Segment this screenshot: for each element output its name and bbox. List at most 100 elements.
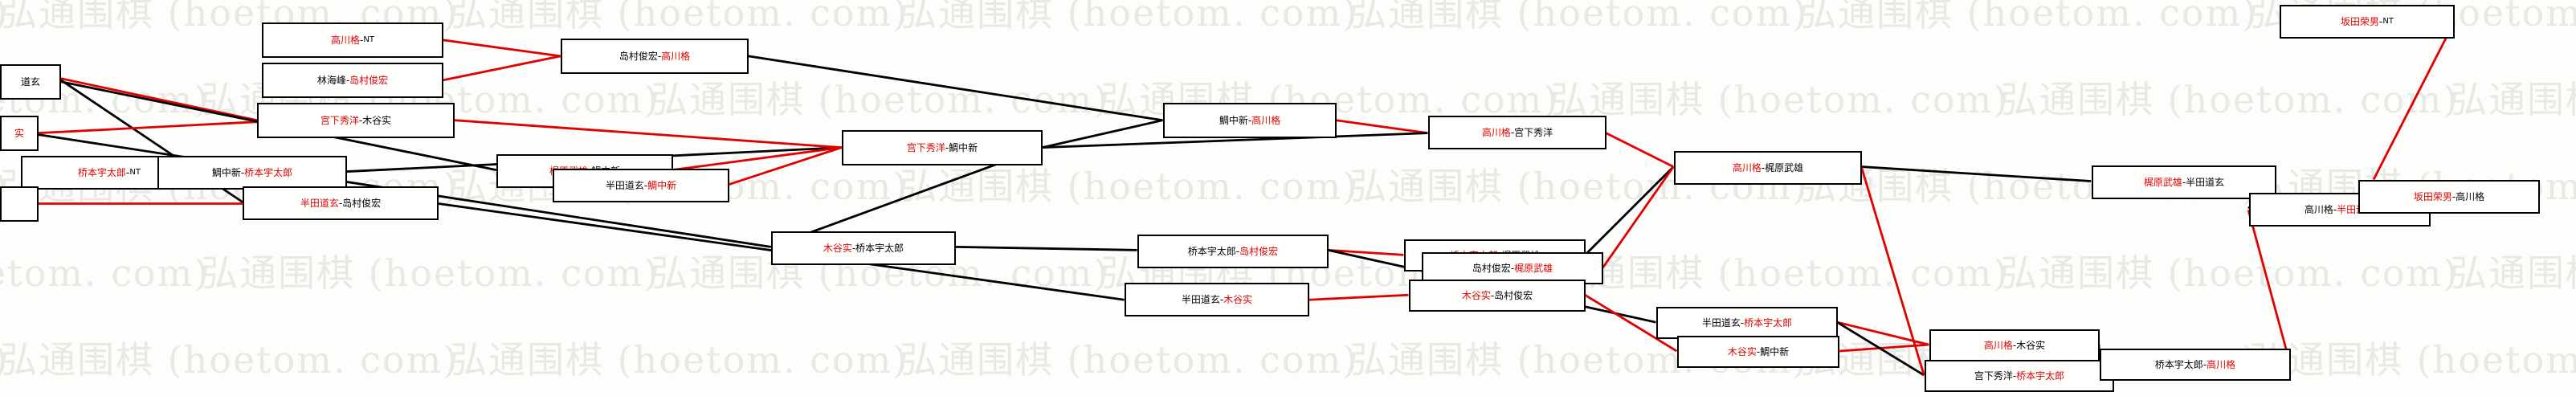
player-right: 岛村俊宏 [349, 75, 389, 86]
match-box[interactable]: 木谷实-桥本宇太郎 [771, 231, 956, 265]
watermark-text: 弘通围棋 (hoetom. com) [0, 331, 9, 384]
match-box[interactable]: 木谷实-岛村俊宏 [1409, 280, 1586, 312]
player-left: 高川格 [1983, 340, 2013, 351]
bracket-edge-n14-n18 [1336, 119, 1428, 135]
name-separator: - [657, 51, 662, 62]
match-box[interactable]: 坂田荣男-NT [2280, 5, 2455, 39]
player-right: 鯛中新 [1760, 346, 1790, 357]
match-box[interactable]: 梶原武雄-半田道玄 [2092, 165, 2276, 199]
match-box[interactable]: 高川格-宫下秀洋 [1428, 116, 1606, 149]
player-left: 半田道玄 [605, 180, 644, 191]
player-right: 岛村俊宏 [1239, 246, 1279, 257]
name-separator: - [2202, 359, 2207, 370]
player-right: 木谷实 [1223, 294, 1253, 305]
player-right: 桥本宇太郎 [244, 167, 293, 178]
player-right: 木谷实 [2016, 340, 2046, 351]
name-separator: - [1510, 127, 1515, 138]
player-right: 高川格 [2456, 191, 2485, 202]
watermark-text: 弘通围棋 (hoetom. com) [450, 338, 909, 382]
player-right: 桥本宇太郎 [1744, 317, 1793, 329]
match-box[interactable]: 桥本宇太郎-高川格 [2100, 349, 2291, 381]
player-left: 岛村俊宏 [1472, 263, 1511, 274]
bracket-edge-n01-n03 [443, 39, 561, 58]
player-left: 岛村俊宏 [618, 51, 658, 62]
bracket-edge-n16-n19 [1328, 248, 1404, 256]
bracket-edge-n02-n03 [443, 55, 561, 82]
player-left: 鯛中新 [1219, 115, 1248, 126]
name-separator: - [1247, 115, 1252, 126]
bracket-edge-n30-n31 [2372, 22, 2456, 181]
player-left: 宫下秀洋 [906, 142, 945, 153]
bracket-edge-n03-n14 [748, 55, 1163, 122]
name-separator: - [1756, 346, 1761, 357]
bracket-edge-n23-n25 [1836, 320, 1929, 346]
watermark-text: 弘通围棋 (hoetom. com) [1550, 251, 2010, 295]
player-right: 高川格 [661, 51, 691, 62]
watermark-text: 弘通围棋 (hoetom. com) [450, 0, 909, 35]
player-right: 梶原武雄 [1765, 162, 1804, 174]
player-right: 宫下秀洋 [1514, 127, 1553, 138]
player-right: 鯛中新 [949, 142, 978, 153]
player-left: 半田道玄 [1181, 294, 1220, 305]
match-box[interactable]: 宫下秀洋-木谷实 [257, 103, 455, 138]
bracket-edge-n22-n27 [1861, 165, 2092, 182]
match-box[interactable]: 高川格-木谷实 [1929, 329, 2100, 361]
player-left: 高川格 [331, 35, 361, 46]
match-box[interactable]: 半田道玄-岛村俊宏 [243, 186, 439, 220]
match-box[interactable]: 半田道玄-木谷实 [1125, 283, 1309, 316]
watermark-text: 弘通围棋 (hoetom. com) [0, 251, 210, 295]
watermark-text: 弘通围棋 (hoetom. com) [2450, 78, 2576, 121]
bracket-edge-n23-n26 [1836, 320, 1925, 377]
player-left: 桥本宇太郎 [1187, 246, 1236, 257]
player-left: 实 [14, 128, 24, 139]
player-left: 高川格 [2304, 204, 2333, 215]
match-box[interactable]: 宫下秀洋-桥本宇太郎 [1925, 360, 2114, 392]
match-box[interactable]: 道玄 [0, 64, 61, 100]
player-left: 桥本宇太郎 [78, 167, 127, 178]
watermark-text: 弘通围棋 (hoetom. com) [1799, 0, 2259, 35]
bracket-edge-n13-n14 [1042, 119, 1163, 149]
player-left: 林海峰 [316, 75, 346, 86]
watermark-text: 弘通围棋 (hoetom. com) [0, 0, 9, 37]
name-separator: - [2333, 204, 2337, 215]
match-box[interactable]: 鯛中新-高川格 [1163, 103, 1337, 138]
match-box[interactable]: 宫下秀洋-鯛中新 [842, 130, 1043, 165]
name-separator: - [2182, 177, 2186, 188]
match-box[interactable]: 桥本宇太郎-岛村俊宏 [1137, 235, 1329, 268]
player-left: 木谷实 [1727, 346, 1757, 357]
match-box[interactable]: 木谷实-鯛中新 [1677, 336, 1839, 368]
player-left: 高川格 [1481, 127, 1511, 138]
bracket-edge-n12-n13 [729, 146, 843, 186]
player-left: 坂田荣男 [2413, 191, 2452, 202]
match-box[interactable]: 高川格-NT [262, 22, 443, 58]
player-right: 高川格 [1251, 115, 1281, 126]
match-box[interactable]: 半田道玄-鯛中新 [553, 169, 729, 202]
match-box[interactable]: 半田道玄-桥本宇太郎 [1656, 307, 1838, 339]
player-right: 岛村俊宏 [342, 198, 382, 209]
bracket-edge-n18-n22 [1605, 132, 1674, 168]
player-left: 木谷实 [1461, 290, 1491, 301]
nt-tag: NT [363, 35, 374, 44]
watermark-text: 弘通围棋 (hoetom. com) [900, 338, 1359, 382]
watermark-text: 弘通围棋 (hoetom. com) [651, 78, 1110, 121]
name-separator: - [2379, 16, 2383, 27]
bracket-edge-n05-n06 [38, 120, 257, 135]
match-box[interactable]: 坂田荣男-高川格 [2358, 180, 2540, 214]
bracket-edge-n24-n25 [1839, 343, 1929, 353]
name-separator: - [360, 35, 364, 46]
watermark-text: 弘通围棋 (hoetom. com) [900, 0, 1359, 35]
name-separator: - [1219, 294, 1224, 305]
match-box[interactable] [0, 186, 39, 222]
watermark-text: 弘通围棋 (hoetom. com) [1550, 78, 2010, 121]
match-box[interactable]: 林海峰-岛村俊宏 [262, 63, 443, 98]
player-left: 半田道玄 [300, 198, 339, 209]
watermark-text: 弘通围棋 (hoetom. com) [0, 338, 459, 382]
player-left: 桥本宇太郎 [2154, 359, 2203, 370]
match-box[interactable]: 鯛中新-桥本宇太郎 [157, 156, 347, 190]
bracket-edge-n28-n29 [2247, 210, 2292, 365]
match-box[interactable]: 实 [0, 116, 39, 151]
bracket-edge-n19-n22 [1584, 165, 1675, 256]
match-box[interactable]: 岛村俊宏-高川格 [561, 39, 749, 74]
match-box[interactable]: 高川格-梶原武雄 [1674, 151, 1862, 185]
